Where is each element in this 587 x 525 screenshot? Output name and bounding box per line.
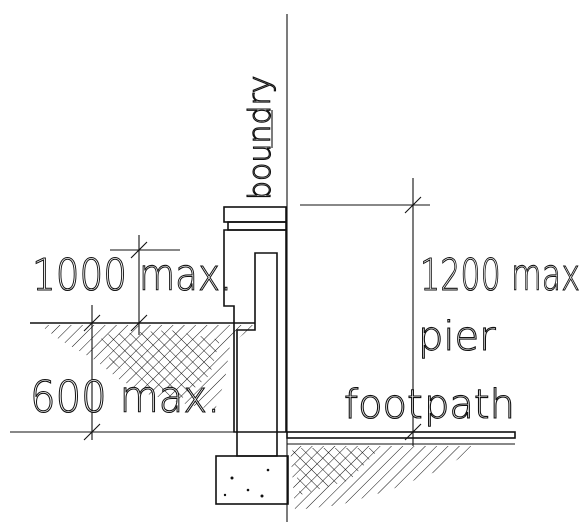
boundary-label: boundry bbox=[243, 75, 278, 200]
pier-height-label: 1200 max bbox=[420, 250, 580, 301]
footpath-soil-cross-hatch bbox=[292, 448, 380, 495]
retained-soil-cross-hatch bbox=[100, 330, 220, 400]
footpath-slab bbox=[286, 431, 516, 439]
footing-depth-label: 600 max. bbox=[30, 372, 220, 423]
pier-cap bbox=[223, 206, 287, 223]
pier-label: pier bbox=[418, 314, 496, 360]
concrete-footing bbox=[215, 455, 289, 505]
pier-cap-mould bbox=[227, 221, 287, 231]
wall-height-label: 1000 max. bbox=[32, 250, 232, 301]
foot-label: foot bbox=[344, 382, 423, 428]
retaining-wall-hatched bbox=[236, 252, 278, 457]
path-label: path bbox=[424, 382, 515, 428]
